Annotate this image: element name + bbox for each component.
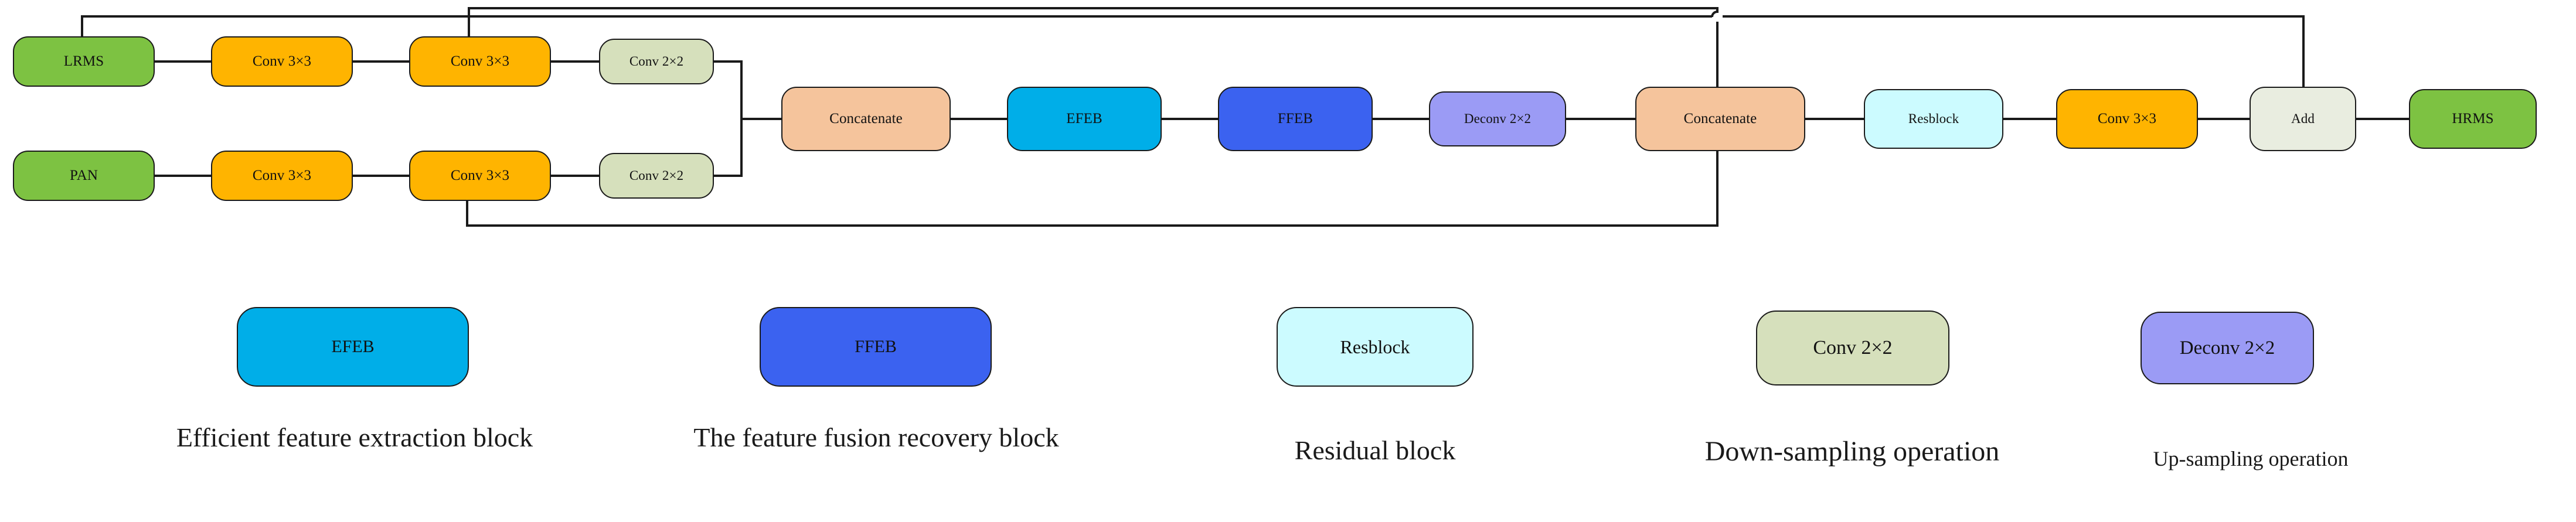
node-pan-downsample: Conv 2×2 — [599, 153, 714, 199]
node-lrms: LRMS — [13, 36, 155, 87]
node-label: EFEB — [1066, 110, 1102, 127]
legend-swatch-label: Deconv 2×2 — [2179, 337, 2275, 359]
node-ffeb: FFEB — [1218, 87, 1373, 151]
skip-top-wire — [468, 7, 1719, 87]
node-resblock: Resblock — [1864, 89, 2003, 149]
node-label: Conv 3×3 — [450, 167, 510, 183]
node-label: LRMS — [63, 53, 104, 69]
legend-caption-efeb: Efficient feature extraction block — [123, 421, 586, 455]
node-label: Conv 3×3 — [252, 167, 312, 183]
node-lrms-downsample: Conv 2×2 — [599, 39, 714, 84]
node-label: Concatenate — [1683, 110, 1757, 127]
legend-swatch-label: Conv 2×2 — [1813, 337, 1893, 359]
node-pan-conv1: Conv 3×3 — [211, 151, 353, 201]
node-label: FFEB — [1277, 110, 1313, 127]
legend-caption-text: The feature fusion recovery block — [693, 422, 1059, 452]
node-label: Conv 3×3 — [450, 53, 510, 69]
node-label: Add — [2291, 111, 2315, 126]
legend-swatch-deconv: Deconv 2×2 — [2141, 312, 2314, 384]
legend-caption-text: Down-sampling operation — [1704, 436, 2000, 467]
node-label: Deconv 2×2 — [1464, 111, 1532, 126]
wire-merge-bottom — [714, 119, 743, 177]
legend-caption-text: Efficient feature extraction block — [176, 422, 533, 452]
node-add: Add — [2250, 87, 2356, 151]
legend-caption-deconv: Up-sampling operation — [2087, 445, 2415, 472]
legend-swatch-efeb: EFEB — [237, 307, 469, 387]
legend-caption-text: Up-sampling operation — [2153, 447, 2349, 470]
legend-swatch-conv2x2: Conv 2×2 — [1756, 311, 1949, 385]
node-hrms: HRMS — [2409, 89, 2537, 149]
node-lrms-conv1: Conv 3×3 — [211, 36, 353, 87]
legend-swatch-label: EFEB — [331, 337, 375, 356]
skip-bottom-wire — [466, 151, 1719, 227]
node-concatenate-1: Concatenate — [781, 87, 951, 151]
node-label: Conv 3×3 — [252, 53, 312, 69]
skip-lrms-wire — [81, 15, 2305, 87]
node-label: Concatenate — [829, 110, 903, 127]
node-label: Conv 3×3 — [2097, 110, 2157, 127]
node-efeb: EFEB — [1007, 87, 1162, 151]
legend-swatch-label: Resblock — [1340, 336, 1410, 357]
legend-caption-text: Residual block — [1294, 435, 1456, 465]
legend-caption-ffeb: The feature fusion recovery block — [645, 421, 1108, 455]
legend-caption-conv2x2: Down-sampling operation — [1635, 434, 2069, 469]
node-pan: PAN — [13, 151, 155, 201]
node-lrms-conv2: Conv 3×3 — [409, 36, 551, 87]
node-conv3x3-tail: Conv 3×3 — [2056, 89, 2198, 149]
node-label: Conv 2×2 — [629, 168, 684, 183]
node-concatenate-2: Concatenate — [1635, 87, 1805, 151]
legend-swatch-resblock: Resblock — [1277, 307, 1474, 387]
wire-merge-top — [714, 60, 743, 119]
node-label: HRMS — [2452, 110, 2494, 127]
node-label: Conv 2×2 — [629, 53, 684, 69]
node-pan-conv2: Conv 3×3 — [409, 151, 551, 201]
legend-caption-resblock: Residual block — [1199, 434, 1551, 468]
legend-swatch-label: FFEB — [855, 337, 897, 356]
node-deconv: Deconv 2×2 — [1429, 91, 1566, 146]
legend-swatch-ffeb: FFEB — [760, 307, 992, 387]
node-label: Resblock — [1908, 111, 1959, 126]
node-label: PAN — [69, 167, 98, 183]
